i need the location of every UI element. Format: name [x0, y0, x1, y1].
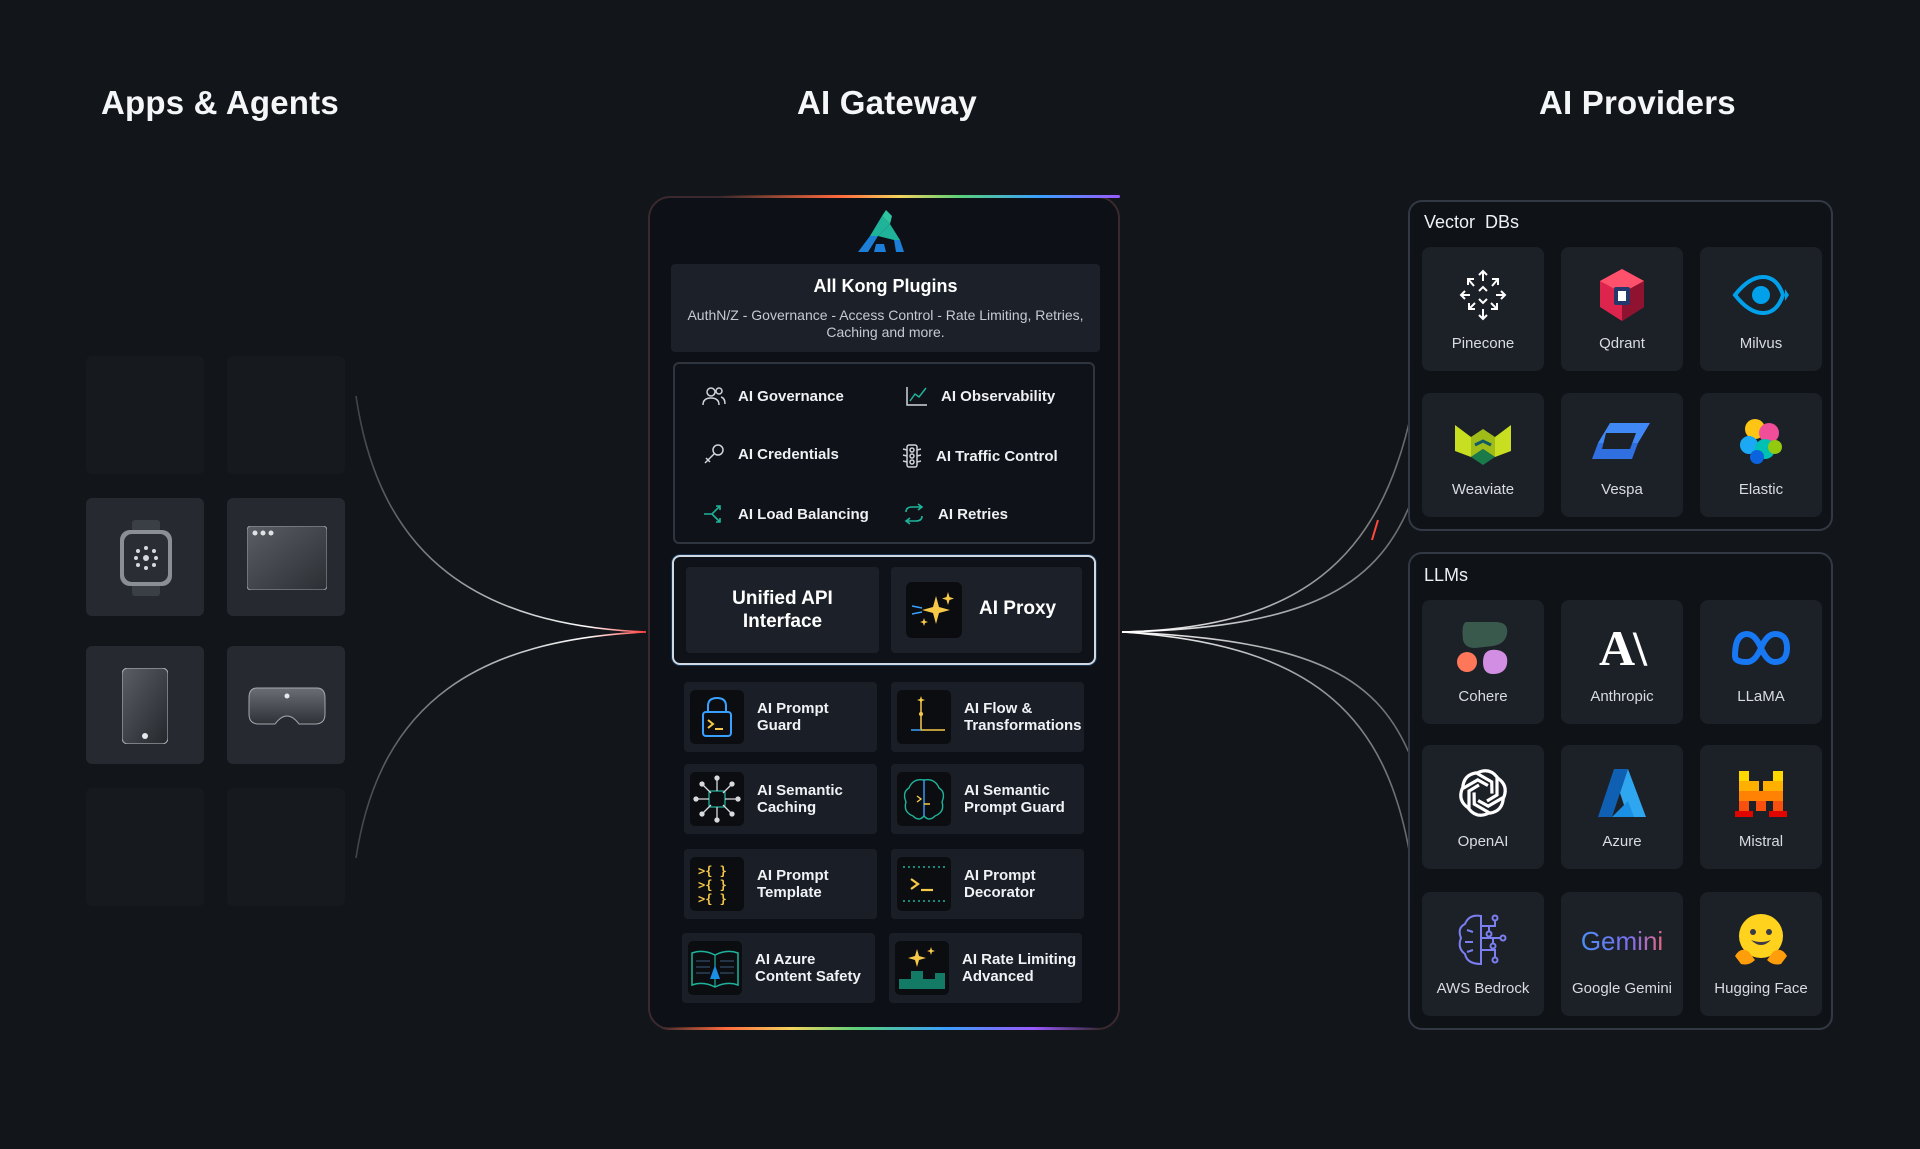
anthropic-logo-icon: A\: [1599, 620, 1647, 676]
llms-title: LLMs: [1424, 565, 1469, 585]
brain-icon: [897, 772, 951, 826]
app-tile-empty: [86, 356, 204, 474]
split-arrows-icon: [704, 505, 721, 523]
provider-azure: Azure: [1561, 745, 1683, 869]
provider-weaviate: Weaviate: [1422, 393, 1544, 517]
svg-text:>{ }: >{ }: [698, 892, 727, 906]
vr-headset-icon: [248, 687, 326, 725]
flow-icon: [897, 690, 951, 744]
feature-ai-traffic-control: AI Traffic Control: [900, 444, 1058, 468]
ai-proxy-label: AI Proxy: [979, 598, 1057, 619]
feature-ai-load-balancing: AI Load Balancing: [702, 503, 869, 525]
network-chip-icon: [690, 772, 744, 826]
provider-qdrant: Qdrant: [1561, 247, 1683, 371]
app-tile-empty: [86, 788, 204, 906]
plugin-ai-semantic-caching: AI Semantic Caching: [684, 764, 877, 834]
wire-right-llm-1: [1121, 631, 1413, 761]
smartphone-icon: [122, 668, 168, 744]
provider-vespa: Vespa: [1561, 393, 1683, 517]
braces-icon: >{ }>{ }>{ }: [690, 857, 744, 911]
gateway-glow-top: [720, 195, 1120, 198]
cohere-logo-icon: [1457, 622, 1508, 674]
wire-right-vector-1: [1121, 409, 1413, 633]
retry-arrows-icon: [904, 503, 924, 525]
kong-logo-icon: [858, 210, 904, 252]
heading-ai-providers: AI Providers: [1539, 84, 1736, 121]
plugin-ai-prompt-decorator: AI Prompt Decorator: [891, 849, 1084, 919]
provider-elastic: Elastic: [1700, 393, 1822, 517]
meta-logo-icon: [1731, 630, 1791, 666]
azure-logo-icon: [1598, 769, 1646, 817]
feature-ai-governance: AI Governance: [702, 385, 844, 407]
gemini-wordmark-icon: Gemini: [1581, 926, 1663, 956]
users-icon: [702, 387, 726, 406]
app-tile-empty: [227, 788, 345, 906]
provider-google-gemini: Gemini Google Gemini: [1561, 892, 1683, 1016]
mistral-logo-icon: [1735, 771, 1787, 817]
wire-right-llm-2: [1121, 631, 1413, 869]
sparkle-stairs-icon: [895, 941, 949, 995]
book-icon: [688, 941, 742, 995]
milvus-logo-icon: [1732, 274, 1789, 316]
plugin-ai-flow-transformations: AI Flow & Transformations: [891, 682, 1084, 752]
weaviate-logo-icon: [1455, 425, 1511, 465]
provider-llama: LLaMA: [1700, 600, 1822, 724]
aws-bedrock-logo-icon: [1458, 914, 1507, 966]
feature-ai-credentials: AI Credentials: [702, 443, 839, 465]
unified-api-interface: Unified API Interface: [686, 567, 879, 653]
smartwatch-icon: [120, 520, 172, 596]
browser-window-icon: [247, 526, 327, 590]
provider-mistral: Mistral: [1700, 745, 1822, 869]
gateway-glow-bottom: [660, 1027, 1100, 1030]
hugging-face-logo-icon: [1735, 914, 1787, 965]
qdrant-logo-icon: [1600, 269, 1644, 321]
chart-line-icon: [906, 387, 927, 406]
vector-dbs-title: Vector DBs: [1424, 212, 1520, 232]
provider-milvus: Milvus: [1700, 247, 1822, 371]
terminal-icon: [897, 857, 951, 911]
plugin-ai-semantic-prompt-guard: AI Semantic Prompt Guard: [891, 764, 1084, 834]
heading-apps-agents: Apps & Agents: [101, 84, 339, 121]
ai-features-box: [673, 362, 1095, 544]
pinecone-logo-icon: [1459, 269, 1507, 321]
traffic-light-icon: [902, 444, 922, 468]
wire-left-bottom: [355, 631, 647, 859]
app-tile-phone: [86, 646, 204, 764]
provider-anthropic: A\ Anthropic: [1561, 600, 1683, 724]
app-tile-empty: [227, 356, 345, 474]
elastic-logo-icon: [1740, 419, 1782, 464]
app-tile-browser: [227, 498, 345, 616]
svg-text:Gemini: Gemini: [1581, 926, 1663, 956]
heading-ai-gateway: AI Gateway: [797, 84, 977, 121]
svg-text:>{ }: >{ }: [698, 878, 727, 892]
provider-hugging-face: Hugging Face: [1700, 892, 1822, 1016]
plugins-title: All Kong Plugins: [813, 276, 958, 296]
feature-ai-retries: AI Retries: [902, 503, 1008, 525]
app-tile-watch: [86, 498, 204, 616]
wire-right-vector-2: [1121, 499, 1413, 633]
lock-terminal-icon: [690, 690, 744, 744]
plugin-ai-prompt-guard: AI Prompt Guard: [684, 682, 877, 752]
key-icon: [704, 444, 724, 464]
feature-ai-observability: AI Observability: [905, 385, 1055, 407]
plugin-ai-prompt-template: >{ }>{ }>{ } AI Prompt Template: [684, 849, 877, 919]
plugins-description: AuthN/Z - Governance - Access Control - …: [687, 307, 1084, 340]
ai-proxy-sparkle-icon: [906, 582, 962, 638]
wire-left-top: [355, 395, 647, 633]
svg-text:>{ }: >{ }: [698, 864, 727, 878]
provider-openai: OpenAI: [1422, 745, 1544, 869]
app-tile-headset: [227, 646, 345, 764]
plugin-ai-rate-limiting-advanced: AI Rate Limiting Advanced: [889, 933, 1082, 1003]
vespa-logo-icon: [1592, 423, 1650, 459]
provider-aws-bedrock: AWS Bedrock: [1422, 892, 1544, 1016]
provider-cohere: Cohere: [1422, 600, 1544, 724]
openai-logo-icon: [1459, 769, 1507, 817]
all-kong-plugins-box: All Kong Plugins AuthN/Z - Governance - …: [671, 264, 1100, 352]
plugin-ai-azure-content-safety: AI Azure Content Safety: [682, 933, 875, 1003]
provider-pinecone: Pinecone: [1422, 247, 1544, 371]
